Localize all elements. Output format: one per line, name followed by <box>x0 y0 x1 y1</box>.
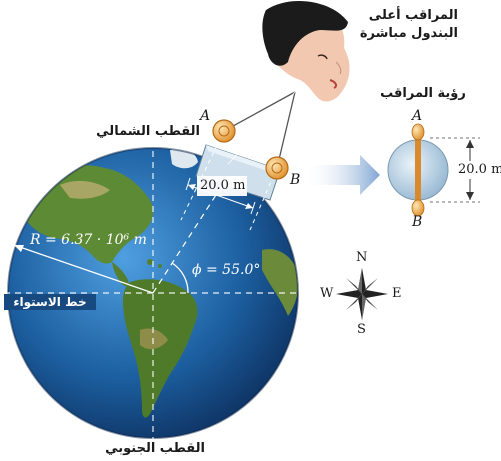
pendulum-string-a <box>223 91 296 132</box>
bob-a-label: A <box>200 108 211 124</box>
compass-rose <box>336 268 388 320</box>
observer-view-disc <box>387 123 498 217</box>
view-b-label: B <box>412 214 423 230</box>
radius-label: R = 6.37 · 10⁶ m <box>30 232 147 248</box>
view-a-label: A <box>412 108 423 124</box>
pendulum-bob-b <box>265 156 289 180</box>
view-transition-arrow <box>305 155 380 195</box>
continents <box>20 148 298 438</box>
south-pole-label: القطب الجنوبي <box>105 441 205 456</box>
pendulum-bob-a <box>212 119 236 143</box>
radius-arrow <box>13 244 154 294</box>
compass-north-label: N <box>356 250 368 265</box>
compass-west-label: W <box>320 286 334 301</box>
observer-caption-line2: البندول مباشرة <box>359 26 458 41</box>
north-pole-label: القطب الشمالي <box>96 124 200 139</box>
latitude-angle-arc <box>171 262 189 294</box>
bob-a-projection <box>180 130 225 221</box>
observer-view-title: رؤية المراقب <box>380 86 466 101</box>
swing-width-label: 20.0 m <box>200 178 246 193</box>
pendulum-string-b <box>276 91 296 169</box>
pendulum-string-center <box>227 91 296 165</box>
swing-width-dimension <box>185 176 256 215</box>
compass-south-label: S <box>357 322 366 337</box>
equator-label: خط الاستواء <box>4 294 96 310</box>
latitude-label: ϕ = 55.0° <box>192 262 261 278</box>
bob-b-label: B <box>290 172 301 188</box>
view-width-label: 20.0 m <box>458 162 501 177</box>
observer-caption-line1: المراقب أعلى <box>368 8 458 23</box>
compass-east-label: E <box>392 286 402 301</box>
observer-head <box>262 0 350 102</box>
pendulum-platform <box>195 144 282 201</box>
